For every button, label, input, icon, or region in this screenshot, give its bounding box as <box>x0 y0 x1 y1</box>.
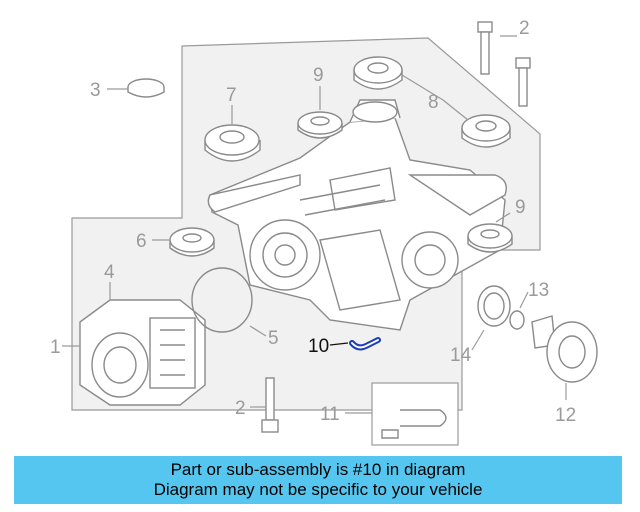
part-5-gasket <box>191 267 253 333</box>
part-8-mount-a <box>353 56 403 90</box>
callout-14: 14 <box>450 345 472 366</box>
callout-10: 10 <box>308 336 329 357</box>
callout-9a: 9 <box>313 65 324 86</box>
part-8-mount-b <box>461 114 511 148</box>
part-2-bolt-a <box>477 21 493 75</box>
parts-diagram: 3 7 9 8 2 9 6 4 5 1 10 2 11 14 13 12 <box>50 18 598 446</box>
part-4-unit <box>79 299 206 406</box>
part-12-flange <box>531 315 598 383</box>
callout-12: 12 <box>555 405 576 426</box>
callout-2b: 2 <box>235 398 246 419</box>
part-6-mount <box>169 227 215 257</box>
banner-line-2: Diagram may not be specific to your vehi… <box>153 480 483 499</box>
part-2-bolt-c <box>261 377 279 433</box>
part-3-washer <box>127 78 165 98</box>
callout-6: 6 <box>136 231 147 252</box>
callout-13: 13 <box>528 280 549 301</box>
callout-2a: 2 <box>519 18 530 39</box>
part-11-u-bolt <box>381 409 447 439</box>
callout-4: 4 <box>104 262 115 283</box>
part-2-bolt-b <box>515 57 531 107</box>
differential-housing <box>207 99 507 331</box>
callout-9b: 9 <box>515 197 526 218</box>
callout-11: 11 <box>320 404 340 425</box>
callout-1: 1 <box>50 337 61 358</box>
part-7-mount <box>204 124 261 162</box>
banner-line-1: Part or sub-assembly is #10 in diagram <box>170 460 466 479</box>
part-9-mount-b <box>467 223 513 253</box>
callout-7: 7 <box>226 85 237 106</box>
part-10-hose <box>349 337 381 351</box>
part-14-seal <box>477 285 511 327</box>
callout-5: 5 <box>268 328 279 349</box>
callout-8: 8 <box>428 92 439 113</box>
callout-3: 3 <box>90 80 101 101</box>
part-13-clip <box>509 310 525 330</box>
info-banner: Part or sub-assembly is #10 in diagram D… <box>14 456 622 504</box>
part-9-mount-a <box>297 111 343 139</box>
